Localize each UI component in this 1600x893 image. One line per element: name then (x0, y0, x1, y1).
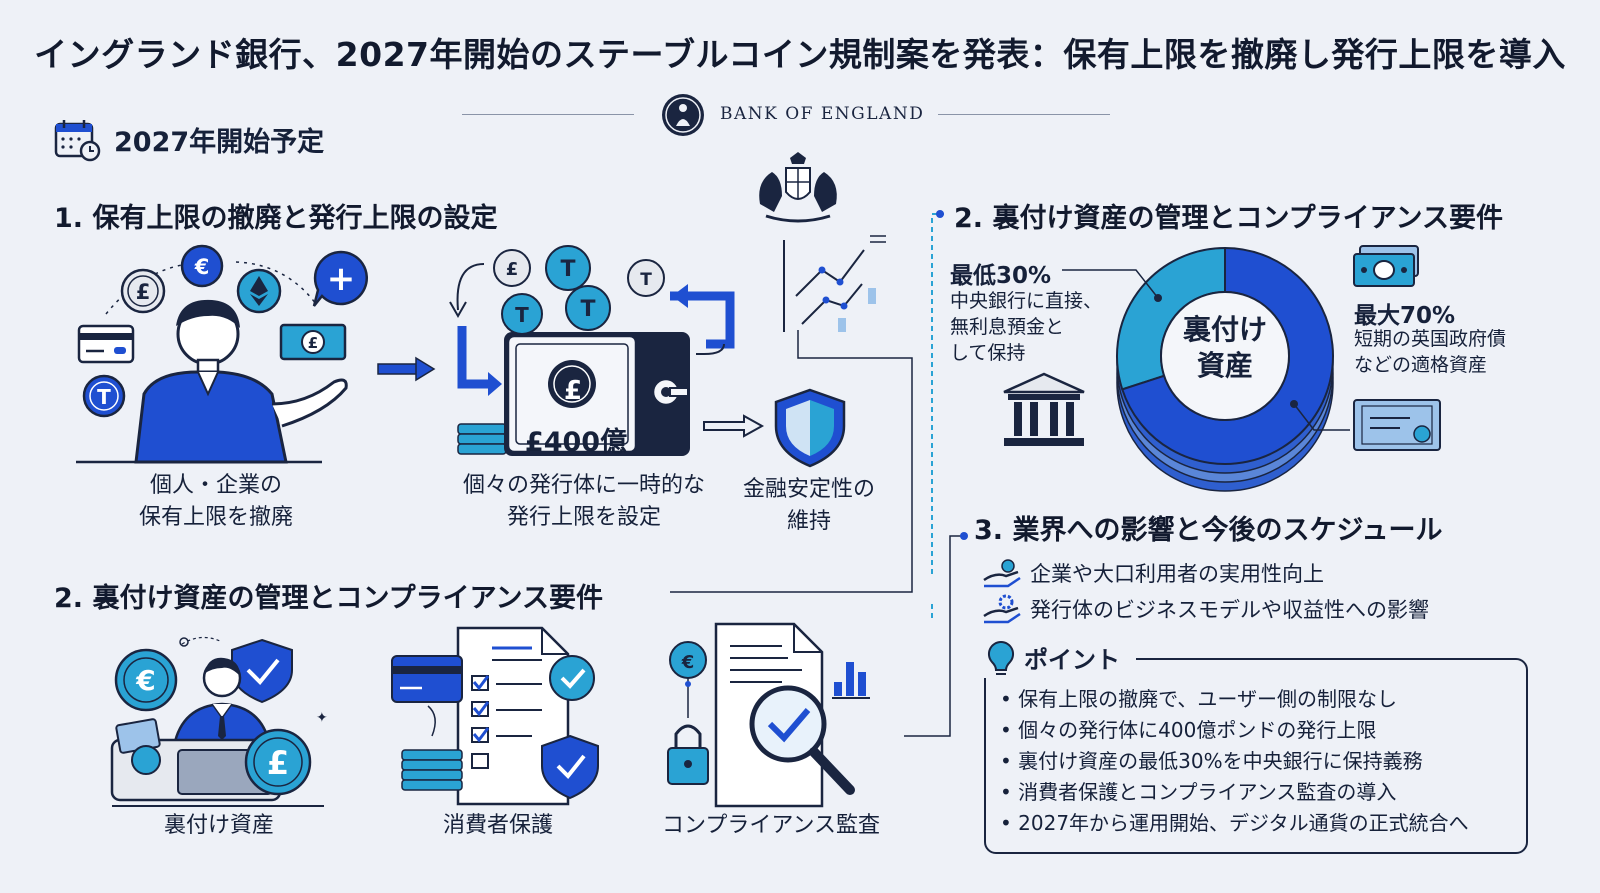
point-item: • 2027年から運用開始、デジタル通貨の正式統合へ (1000, 811, 1469, 835)
issuer-caption: 個々の発行体に一時的な 発行上限を設定 (462, 473, 705, 530)
svg-text:T: T (580, 297, 595, 322)
svg-text:£: £ (136, 280, 151, 304)
vault-amount: £400億 (524, 427, 628, 458)
svg-text:€: € (681, 652, 695, 673)
arrow-right-icon (377, 356, 436, 382)
bank-building-icon (1003, 372, 1085, 446)
divider-right (938, 114, 1110, 115)
max-percent-label: 最大70% (1354, 303, 1456, 329)
stability-caption: 金融安定性の 維持 (742, 477, 875, 534)
shield-icon (774, 388, 846, 468)
impact-item-1: 企業や大口利用者の実用性向上 (1030, 562, 1324, 586)
item-backing-assets: 裏付け資産 (163, 813, 274, 838)
svg-text:T: T (515, 303, 529, 327)
plus-bubble-icon: + (312, 250, 370, 312)
donut-center (1160, 291, 1290, 421)
euro-coin-icon: € (180, 244, 224, 292)
svg-text:T: T (640, 270, 652, 290)
min-percent-label: 最低30% (950, 263, 1052, 289)
trend-chart-icon (783, 235, 886, 332)
item-consumer-protection: 消費者保護 (442, 813, 553, 838)
svg-text:£: £ (506, 259, 519, 280)
donut-center-label: 裏付け 資産 (1182, 313, 1267, 382)
holders-caption: 個人・企業の 保有上限を撤廃 (138, 473, 293, 530)
hand-gear-icon (983, 594, 1021, 624)
svg-text:✦: ✦ (316, 710, 328, 726)
min-percent-leader-line (1062, 269, 1162, 302)
ethereum-coin-icon (236, 268, 282, 318)
point-item: • 保有上限の撤廃で、ユーザー側の制限なし (1000, 687, 1397, 711)
svg-text:€: € (135, 664, 155, 697)
min-percent-description: 中央銀行に直接、 無利息預金と して保持 (950, 290, 1103, 364)
section2-right-heading: 2. 裏付け資産の管理とコンプライアンス要件 (954, 203, 1504, 234)
cash-bundle-icon (1353, 245, 1419, 287)
banknote-icon: £ (279, 323, 347, 361)
point-item: • 個々の発行体に400億ポンドの発行上限 (1000, 718, 1377, 742)
points-box (984, 658, 1528, 854)
points-label: ポイント (1024, 646, 1120, 674)
svg-text:€: € (194, 255, 210, 279)
impact-item-2: 発行体のビジネスモデルや収益性への影響 (1030, 598, 1429, 622)
divider-left (462, 114, 634, 115)
svg-text:£: £ (308, 334, 318, 352)
points-list: • 保有上限の撤廃で、ユーザー側の制限なし • 個々の発行体に400億ポンドの発… (1000, 684, 1469, 839)
coat-of-arms-icon (759, 152, 837, 223)
item-compliance-audit: コンプライアンス監査 (661, 813, 881, 838)
bank-seal-icon (662, 94, 704, 136)
compliance-audit-illustration: € (667, 622, 870, 808)
svg-text:T: T (97, 385, 111, 409)
max-percent-description: 短期の英国政府債 などの適格資産 (1354, 328, 1507, 376)
schedule-badge: 2027年開始予定 (114, 127, 325, 158)
vault-pound-icon: £ (563, 376, 583, 406)
backing-assets-illustration: € ✦ £ (110, 636, 328, 807)
section1-heading: 1. 保有上限の撤廃と発行上限の設定 (54, 203, 498, 234)
svg-text:+: + (327, 259, 356, 299)
svg-text:T: T (560, 257, 575, 282)
person-with-coins-illustration (76, 261, 348, 464)
backing-assets-donut-chart (1116, 246, 1334, 492)
pound-coin-icon: £ (120, 268, 166, 318)
svg-text:£: £ (267, 744, 289, 782)
page-title: イングランド銀行、2027年開始のステーブルコイン規制案を発表：保有上限を撤廃し… (34, 35, 1566, 74)
point-item: • 裏付け資産の最低30%を中央銀行に保持義務 (1000, 749, 1423, 773)
hand-coin-icon (983, 559, 1021, 588)
tether-coin-icon: T (82, 374, 126, 422)
arrow-right-outline-icon (703, 414, 765, 438)
section3-heading: 3. 業界への影響と今後のスケジュール (974, 515, 1443, 546)
vault-illustration: £ T T T T (449, 245, 735, 456)
bond-certificate-icon (1353, 399, 1441, 451)
section2-left-heading: 2. 裏付け資産の管理とコンプライアンス要件 (54, 583, 604, 614)
consumer-protection-illustration (391, 626, 599, 806)
credit-card-icon (77, 324, 135, 364)
calendar-clock-icon (54, 120, 101, 162)
brand-name: BANK OF ENGLAND (720, 104, 925, 124)
max-percent-leader-line (1290, 399, 1441, 451)
lightbulb-icon (987, 640, 1015, 675)
point-item: • 消費者保護とコンプライアンス監査の導入 (1000, 780, 1397, 804)
